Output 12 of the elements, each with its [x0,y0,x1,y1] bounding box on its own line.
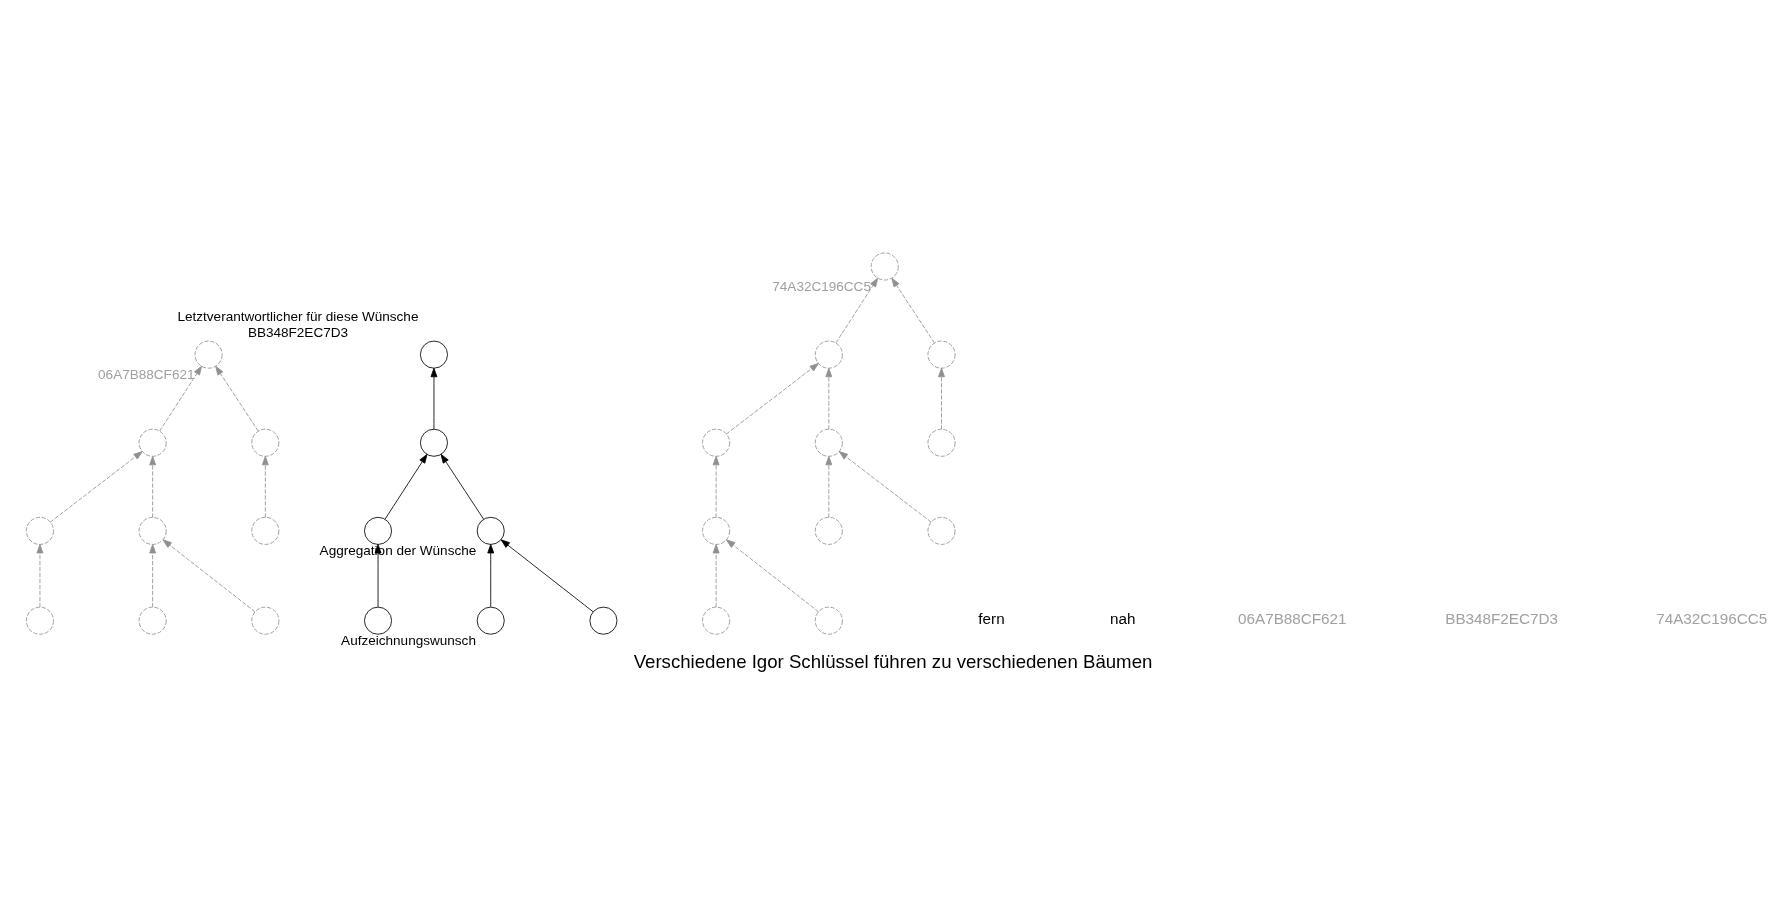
node-label: 06A7B88CF621 [98,367,195,383]
label: BB348F2EC7D3 [1445,610,1558,628]
label: nah [1110,610,1136,628]
node-label: 74A32C196CC5 [772,278,871,294]
label: 74A32C196CC5 [1656,610,1768,628]
node-label: Letztverantwortlicher für diese Wünsche [177,309,419,325]
node-label: Aufzeichnungswunsch [341,633,476,649]
node-label: Aggregation der Wünsche [319,543,477,559]
label: 06A7B88CF621 [1238,610,1347,628]
caption: Verschiedene Igor Schlüssel führen zu verschiedenen Bäumen [633,650,1153,672]
label: fern [978,610,1005,628]
node-label: BB348F2EC7D3 [247,324,349,340]
